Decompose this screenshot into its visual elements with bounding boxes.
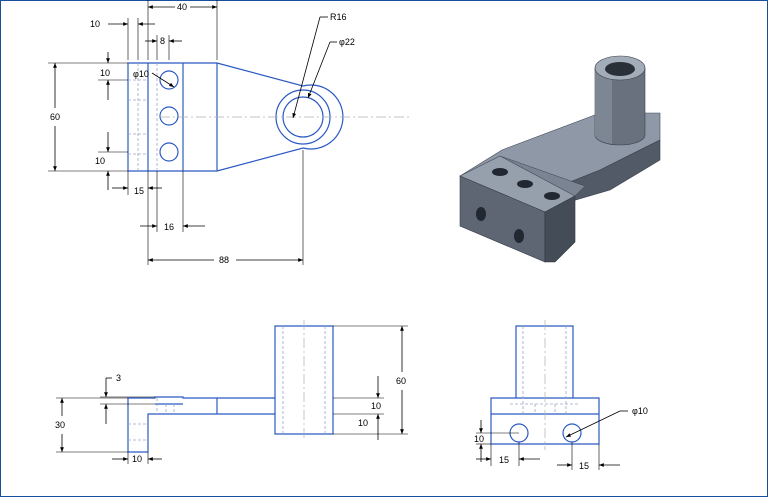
- dim-top-60: 60: [50, 112, 60, 122]
- dim-top-10: 10: [90, 19, 100, 29]
- front-view-dimensions: 3 30 10 60 10 10: [55, 325, 408, 464]
- dim-top-16: 16: [164, 222, 174, 232]
- dim-side-10: 10: [474, 434, 484, 444]
- top-view-hole-2: [159, 106, 179, 126]
- top-view-hole-3: [159, 142, 179, 162]
- top-view-outline: [127, 62, 344, 172]
- dim-side-15-a: 15: [499, 455, 509, 465]
- dim-top-10-lower: 10: [95, 156, 105, 166]
- dim-top-dia10: φ10: [133, 69, 149, 79]
- dim-top-8: 8: [160, 36, 165, 46]
- top-view-hole-1: [159, 70, 179, 90]
- dim-front-30: 30: [55, 420, 65, 430]
- dim-side-dia10: φ10: [632, 406, 648, 416]
- dim-front-10-b: 10: [358, 418, 368, 428]
- side-view-dimensions: φ10 10 15 15: [474, 406, 648, 471]
- front-view: [127, 320, 334, 453]
- dim-top-10-left: 10: [100, 68, 110, 78]
- top-view: [127, 62, 412, 172]
- dim-top-r16: R16: [330, 12, 347, 22]
- dim-top-40: 40: [177, 2, 187, 12]
- dim-front-10-a: 10: [371, 401, 381, 411]
- dim-top-88: 88: [219, 255, 229, 265]
- dim-top-15: 15: [134, 186, 144, 196]
- dim-top-dia22: φ22: [339, 37, 355, 47]
- isometric-view: [459, 55, 661, 263]
- top-view-dimensions: 10 40 8 R16 φ22 φ10 10 60: [48, 0, 355, 265]
- dim-front-10-bottom: 10: [132, 454, 142, 464]
- dim-side-15-b: 15: [579, 461, 589, 471]
- front-view-outline: [127, 325, 334, 453]
- side-view-hole-2: [562, 423, 582, 443]
- dim-front-60: 60: [396, 376, 406, 386]
- dim-front-3: 3: [116, 373, 121, 383]
- top-view-boss-outer: [275, 89, 331, 145]
- side-view: [490, 320, 600, 450]
